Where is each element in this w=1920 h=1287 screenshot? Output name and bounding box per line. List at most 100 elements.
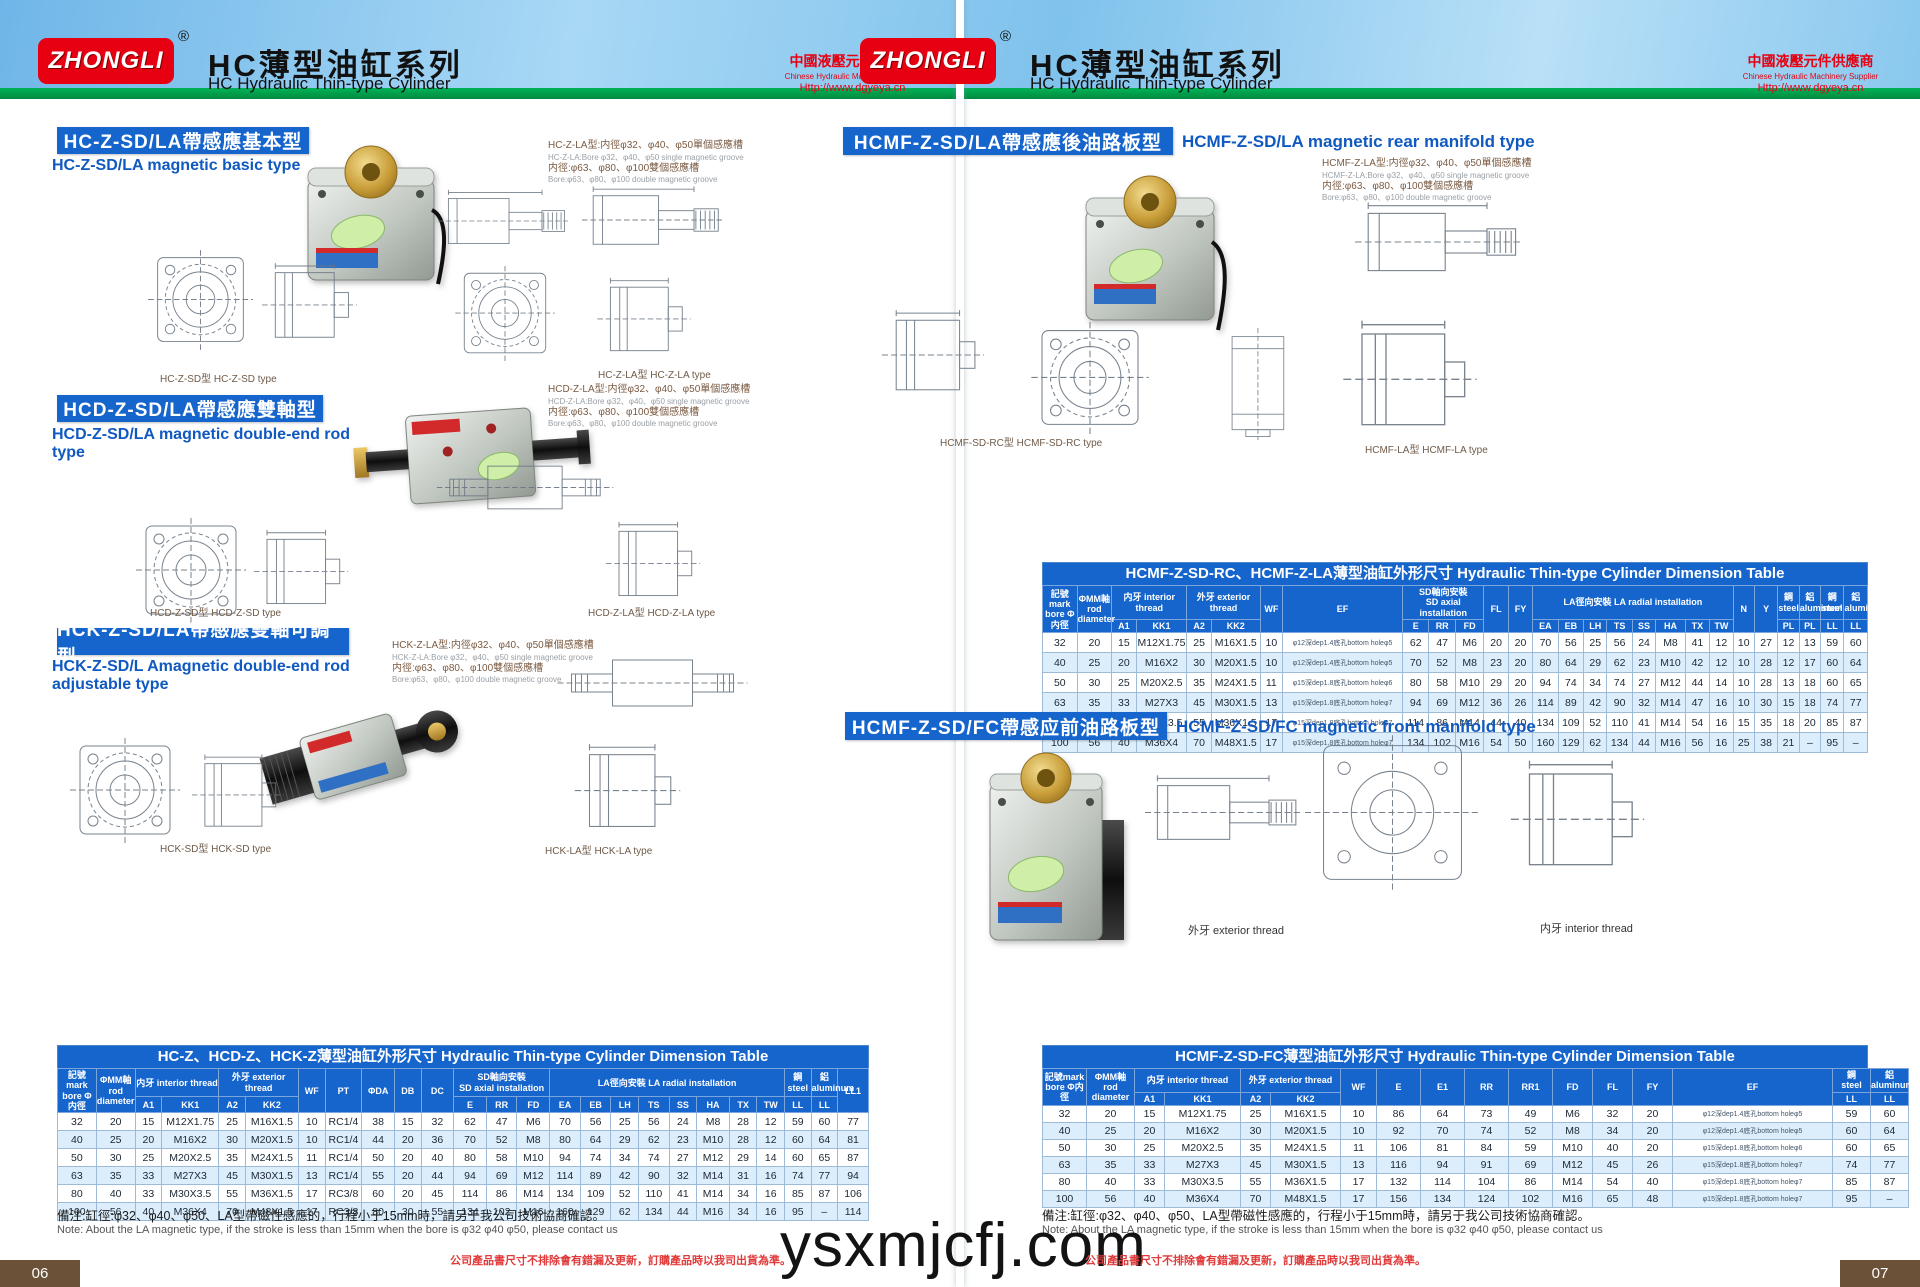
annotation-line: 内徑:φ63、φ80、φ100雙個感應槽 xyxy=(1322,180,1474,192)
header-cell: SD軸向安裝 SD axial installation xyxy=(1402,584,1485,621)
thread-label-interior: 内牙 interior thread xyxy=(1540,923,1633,935)
table-cell: 12 xyxy=(1777,632,1800,654)
table-cell: 27 xyxy=(1753,632,1779,654)
table-cell: M16 xyxy=(696,1202,730,1222)
table-cell: 87 xyxy=(837,1148,869,1168)
table-cell: 17 xyxy=(297,1184,326,1204)
table-cell: 64 xyxy=(1420,1105,1466,1124)
header-cell: LH xyxy=(1583,619,1608,634)
table-cell: 15 xyxy=(1111,632,1137,654)
table-cell: 15 xyxy=(134,1112,163,1132)
header-cell: LL xyxy=(1832,1091,1872,1107)
table-cell: 45 xyxy=(1240,1156,1272,1175)
dimension-table-right-2: HCMF-Z-SD-FC薄型油缸外形尺寸 Hydraulic Thin-type… xyxy=(1042,1045,1914,1209)
table-cell: 80 xyxy=(361,1202,395,1222)
table-cell: M6 xyxy=(1454,632,1485,654)
table-cell: 80 xyxy=(1402,672,1430,694)
table-cell: 64 xyxy=(1870,1122,1910,1141)
header-cell: SS xyxy=(1631,619,1657,634)
header-cell: PT xyxy=(324,1067,363,1114)
table-cell: 32 xyxy=(1042,632,1078,654)
table-cell: 134 xyxy=(637,1202,670,1222)
table-cell: 30 xyxy=(393,1202,422,1222)
table-cell: 44 xyxy=(361,1130,395,1150)
table-cell: 10 xyxy=(1732,672,1755,694)
table-cell: M24X1.5 xyxy=(1210,672,1261,694)
table-cell: 74 xyxy=(1557,672,1585,694)
table-cell: 27 xyxy=(668,1148,698,1168)
table-cell: 65 xyxy=(810,1148,839,1168)
table-cell: 48 xyxy=(1632,1190,1674,1209)
table-cell: M20X2.5 xyxy=(1135,672,1188,694)
table-title: HCMF-Z-SD-FC薄型油缸外形尺寸 Hydraulic Thin-type… xyxy=(1042,1045,1868,1068)
zhongli-logo: ZHONGLI xyxy=(860,38,996,84)
registered-icon: ® xyxy=(178,28,190,45)
drawing-caption: HCD-Z-SD型 HCD-Z-SD type xyxy=(150,608,282,619)
technical-drawing-front-view xyxy=(70,738,180,843)
table-cell: 20 xyxy=(1111,652,1137,674)
header-cell: E xyxy=(1376,1067,1422,1107)
registered-icon: ® xyxy=(1000,28,1012,45)
table-cell: 13 xyxy=(1340,1156,1378,1175)
table-cell: 77 xyxy=(1870,1156,1910,1175)
header-cell: 鋼 steel xyxy=(1820,584,1845,621)
technical-drawing-manifold-plate xyxy=(1305,735,1480,890)
table-cell: 114 xyxy=(837,1202,869,1222)
table-cell: 64 xyxy=(579,1130,612,1150)
table-cell: 35 xyxy=(1186,672,1212,694)
table-cell: 34 xyxy=(728,1184,758,1204)
table-cell: 50 xyxy=(1042,672,1078,694)
annotation-line: HCK-Z-LA型:内徑φ32、φ40、φ50單個感應槽 xyxy=(392,640,594,651)
product-photo-hc-z xyxy=(307,145,446,285)
table-title: HC-Z、HCD-Z、HCK-Z薄型油缸外形尺寸 Hydraulic Thin-… xyxy=(57,1045,869,1068)
table-cell: 28 xyxy=(728,1130,758,1150)
table-cell: 60 xyxy=(1832,1139,1872,1158)
table-cell: 62 xyxy=(610,1202,639,1222)
table-cell: 63 xyxy=(1042,1156,1087,1175)
table-cell: 52 xyxy=(1508,1122,1554,1141)
table-cell: 54 xyxy=(1592,1173,1634,1192)
table-cell: M24X1.5 xyxy=(244,1148,299,1168)
table-cell: 70 xyxy=(453,1130,487,1150)
table-cell: RC3/8 xyxy=(324,1184,363,1204)
header-cell: 鋁 aluminum xyxy=(810,1067,854,1098)
table-cell: 27 xyxy=(1631,672,1657,694)
table-cell: 26 xyxy=(1632,1156,1674,1175)
table-cell: 11 xyxy=(297,1148,326,1168)
header-cell: LL xyxy=(1870,1091,1910,1107)
header-cell: 鋁 aluminum xyxy=(1870,1068,1914,1093)
page-title-cn: HC薄型油缸系列 xyxy=(1030,48,1285,83)
annotation-line: Bore:φ63、φ80、φ100 double magnetic groove xyxy=(392,675,562,684)
table-cell: 20 xyxy=(1134,1122,1165,1141)
table-cell: 60 xyxy=(1870,1105,1910,1124)
table-cell: 134 xyxy=(549,1184,581,1204)
technical-drawing-side-view xyxy=(574,743,681,827)
table-cell: 10 xyxy=(1340,1122,1378,1141)
header-cell: FL xyxy=(1483,584,1509,634)
table-cell: 56 xyxy=(95,1202,136,1222)
table-cell: 95 xyxy=(1832,1190,1872,1209)
technical-drawing-side-view xyxy=(596,277,692,352)
table-cell: 24 xyxy=(1631,632,1657,654)
table-cell: 110 xyxy=(1606,712,1633,734)
table-cell: 129 xyxy=(579,1202,612,1222)
table-cell: 14 xyxy=(1709,672,1734,694)
drawing-caption: HCK-LA型 HCK-LA type xyxy=(545,846,653,857)
table-cell: 35 xyxy=(1240,1139,1272,1158)
table-cell: RC1/4 xyxy=(324,1166,363,1186)
table-cell: 62 xyxy=(1583,732,1608,754)
table-cell: 65 xyxy=(1592,1190,1634,1209)
technical-drawing-side-view xyxy=(881,309,985,391)
header-cell: TX xyxy=(1684,619,1711,634)
table-cell: 13 xyxy=(1259,692,1284,714)
header-cell: ΦMM軸 rod diameter xyxy=(1076,584,1115,634)
annotation-hc-z: HC-Z-LA型:内徑φ32、φ40、φ50單個感應槽 HC-Z-LA:Bore… xyxy=(548,140,773,185)
table-cell: 20 xyxy=(393,1148,422,1168)
section-title-hcmf-rc: HCMF-Z-SD/LA帶感應後油路板型 xyxy=(843,127,1173,155)
table-cell: 30 xyxy=(1240,1122,1272,1141)
table-cell: 42 xyxy=(1684,652,1711,674)
